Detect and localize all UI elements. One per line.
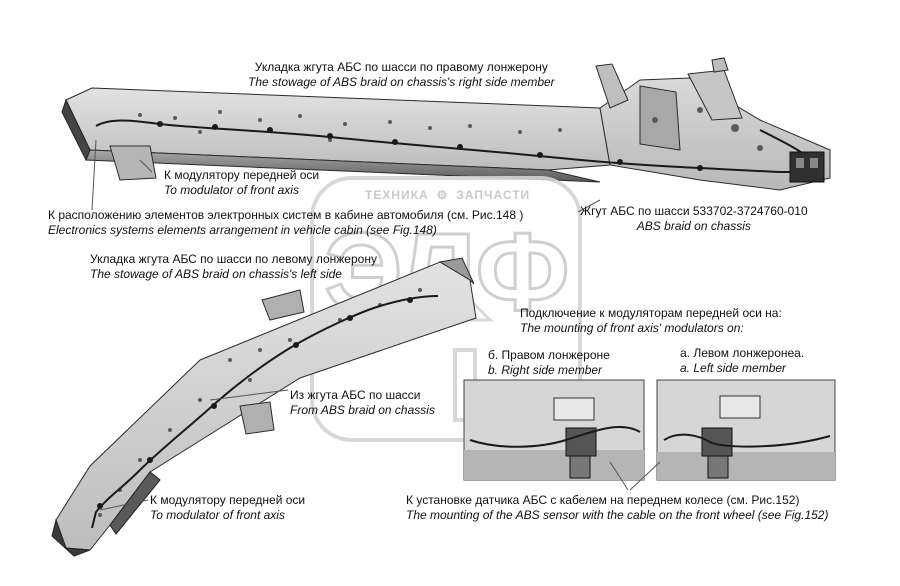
label-from-abs-braid: Из жгута АБС по шасси From ABS braid on … [290, 388, 435, 418]
label-front-modulator-top-ru: К модулятору передней оси [164, 168, 320, 182]
label-front-modulator-top-en: To modulator of front axis [164, 183, 299, 197]
label-right-member-ru: Укладка жгута АБС по шасси по правому ло… [254, 60, 548, 74]
left-side-detail-inset [656, 379, 836, 481]
label-abs-braid-ru: Жгут АБС по шасси 533702-3724760-010 [580, 204, 808, 218]
right-member-holes [138, 107, 763, 151]
label-abs-sensor-en: The mounting of the ABS sensor with the … [406, 508, 829, 522]
gear-icon: ⚙ [436, 188, 449, 202]
label-cabin-electronics: К расположению элементов электронных сис… [48, 208, 523, 238]
front-modulators-top [789, 151, 825, 183]
label-right-side-detail-ru: б. Правом лонжероне [488, 348, 610, 362]
label-abs-sensor-ru: К установке датчика АБС с кабелем на пер… [406, 493, 800, 507]
label-left-member-ru: Укладка жгута АБС по шасси по левому лон… [90, 252, 377, 266]
label-right-member: Укладка жгута АБС по шасси по правому ло… [248, 60, 555, 90]
label-right-side-detail-en: b. Right side member [488, 363, 603, 377]
label-from-abs-braid-en: From ABS braid on chassis [290, 403, 435, 417]
label-left-side-detail-en: a. Left side member [680, 361, 787, 375]
label-front-modulators-connection-ru: Подключение к модуляторам передней оси н… [520, 306, 782, 320]
label-from-abs-braid-ru: Из жгута АБС по шасси [290, 388, 421, 402]
watermark-brand: ТЕХНИКА ⚙ ЗАПЧАСТИ [365, 188, 530, 202]
label-front-modulator-bottom-en: To modulator of front axis [150, 508, 285, 522]
label-abs-braid-en: ABS braid on chassis [636, 219, 751, 233]
label-right-side-detail: б. Правом лонжероне b. Right side member [488, 348, 610, 378]
label-abs-sensor: К установке датчика АБС с кабелем на пер… [406, 493, 828, 523]
watermark-brand-right: ЗАПЧАСТИ [456, 188, 531, 202]
right-side-detail-inset [463, 379, 645, 481]
watermark-brand-left: ТЕХНИКА [365, 188, 429, 202]
label-left-side-detail: а. Левом лонжеронеа. a. Left side member [680, 346, 804, 376]
label-left-member-en: The stowage of ABS braid on chassis's le… [90, 267, 342, 281]
label-left-side-detail-ru: а. Левом лонжеронеа. [680, 346, 805, 360]
label-right-member-en: The stowage of ABS braid on chassis's ri… [248, 75, 555, 89]
label-cabin-electronics-ru: К расположению элементов электронных сис… [48, 208, 524, 222]
left-member-abs-cable [91, 295, 439, 529]
label-front-modulator-bottom: К модулятору передней оси To modulator o… [150, 493, 305, 523]
label-front-modulators-connection: Подключение к модуляторам передней оси н… [520, 306, 782, 336]
label-cabin-electronics-en: Electronics systems elements arrangement… [48, 223, 437, 237]
left-member-cable-clips [97, 297, 413, 509]
label-front-modulator-bottom-ru: К модулятору передней оси [150, 493, 306, 507]
label-front-modulators-connection-en: The mounting of front axis' modulators o… [520, 321, 744, 335]
label-left-member: Укладка жгута АБС по шасси по левому лон… [90, 252, 377, 282]
label-front-modulator-top: К модулятору передней оси To modulator o… [164, 168, 319, 198]
right-member-cable-clips [157, 121, 703, 171]
label-abs-braid: Жгут АБС по шасси 533702-3724760-010 ABS… [580, 204, 808, 234]
right-side-member-rail [61, 57, 831, 191]
leader-lines [91, 139, 661, 511]
